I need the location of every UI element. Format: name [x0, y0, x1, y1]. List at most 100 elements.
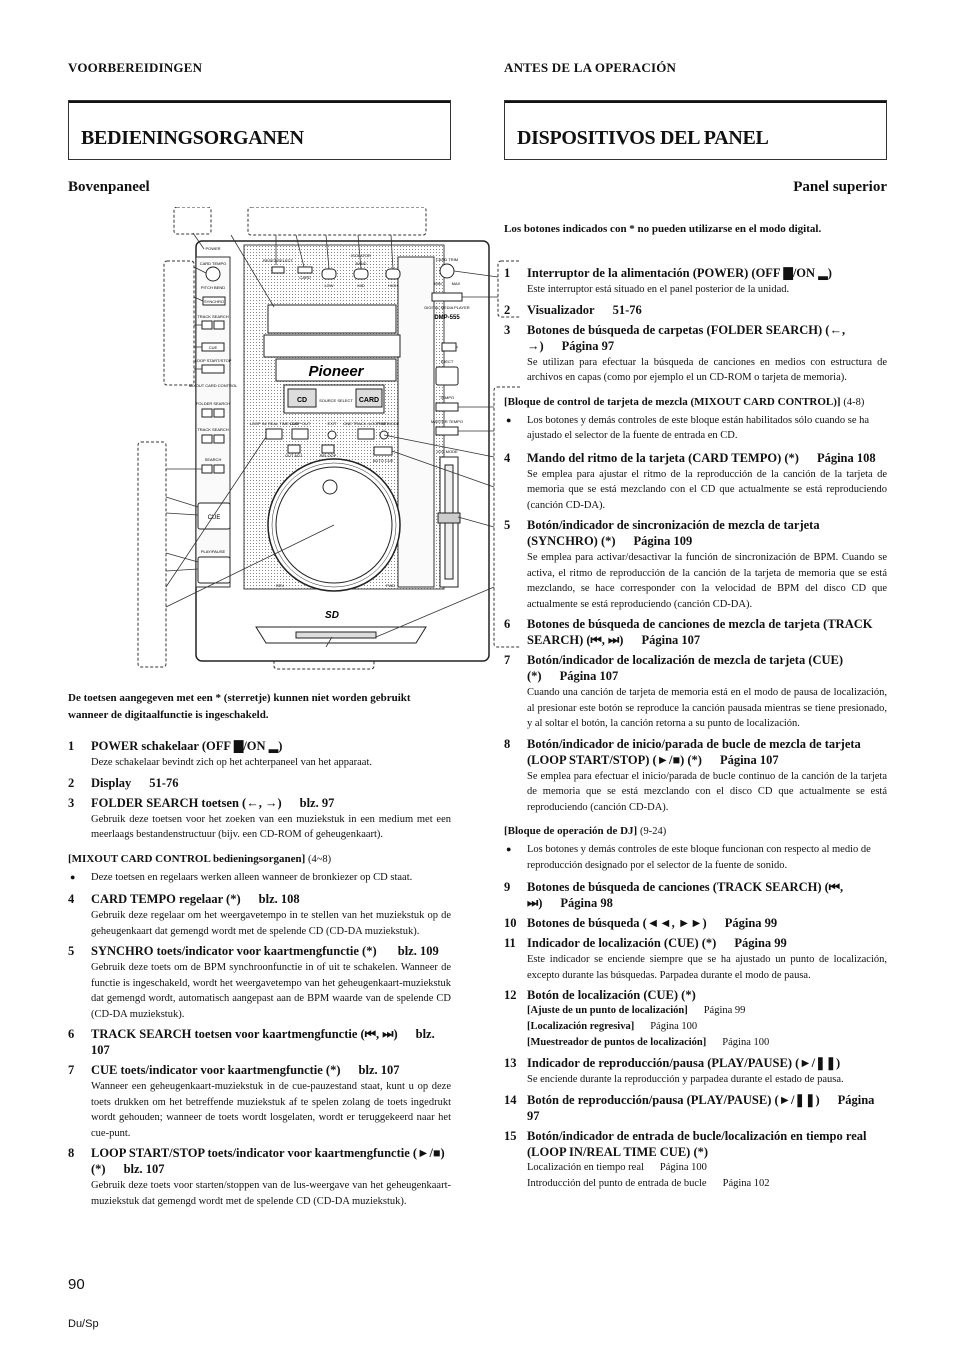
item-number: 2: [504, 302, 511, 317]
sub-ref-page: Página 100: [722, 1037, 770, 1048]
out-adj-button[interactable]: [287, 444, 301, 454]
item-page-ref: 51-76: [612, 302, 642, 317]
item-number: 3: [504, 322, 511, 337]
loop-in-label: LOOP IN/ REAL TIME CUE: [250, 421, 299, 426]
track-search-prev[interactable]: [201, 434, 213, 444]
card-track-search-prev[interactable]: [201, 320, 213, 330]
folder-search-next[interactable]: [213, 408, 225, 418]
left-column-labels: POWER CARD TEMPO PITCH BEND SYNCHRO TRAC…: [189, 246, 238, 554]
reloop-label: RELOOP: [320, 453, 337, 458]
auto-cue-button[interactable]: [373, 446, 393, 456]
cd-card-select[interactable]: [297, 266, 313, 274]
mid-label: MID: [357, 283, 364, 288]
one-track-button[interactable]: [357, 428, 375, 440]
isolator-label: ISOLATOR: [351, 253, 371, 258]
item-description: Se emplea para efectuar el inicio/parada…: [527, 770, 887, 813]
item-heading: Botones de búsqueda de canciones de mezc…: [527, 617, 873, 647]
item-description: Gebruik deze toets om de BPM synchroonfu…: [91, 962, 451, 1020]
cd-card-select-label: CARD: [299, 275, 310, 280]
item-page-ref: Página 107: [719, 752, 779, 767]
item-description: Gebruik deze regelaar om het weergavetem…: [91, 910, 451, 937]
page-title: DISPOSITIVOS DEL PANEL: [517, 127, 769, 149]
master-tempo-button[interactable]: [435, 426, 459, 436]
min-label: MIN: [434, 281, 441, 286]
card-slot[interactable]: [295, 631, 377, 639]
sub-ref-page: Página 100: [650, 1021, 698, 1032]
list-item: 11 Indicador de localización (CUE) (*)Pá…: [504, 935, 887, 983]
search-rev[interactable]: [201, 464, 213, 474]
item-number: 4: [68, 892, 75, 906]
list-item: 2 Visualizador 51-76: [504, 302, 887, 318]
mid-button[interactable]: [353, 268, 369, 280]
left-item-list: 1 POWER schakelaar (OFF ▇/ON ▂) Deze sch…: [68, 738, 451, 1213]
item-heading: Visualizador: [527, 302, 595, 317]
item-number: 3: [68, 795, 75, 810]
play-pause-button[interactable]: [197, 556, 231, 584]
jog-mode-label: JOG MODE: [436, 449, 458, 454]
item-description: Este interruptor está situado en el pane…: [527, 284, 790, 295]
disc-lock-switch[interactable]: [441, 342, 457, 352]
list-item: 10 Botones de búsqueda (◄◄, ►►)Página 99: [504, 915, 887, 931]
section-label: ANTES DE LA OPERACIÓN: [504, 60, 677, 75]
card-tempo-knob[interactable]: [205, 266, 221, 282]
cue-button[interactable]: [197, 502, 231, 530]
high-button[interactable]: [385, 268, 401, 280]
reset-select-button[interactable]: [271, 266, 285, 274]
page-number: 90: [68, 1276, 85, 1293]
item-number: 8: [68, 1146, 75, 1160]
item-heading: Botones de búsqueda de carpetas (FOLDER …: [527, 322, 846, 353]
search-fwd[interactable]: [213, 464, 225, 474]
item-number: 13: [504, 1056, 517, 1070]
item-description: Se utilizan para efectuar la búsqueda de…: [527, 356, 887, 384]
exit-button[interactable]: [327, 430, 337, 440]
list-item: 4 CARD TEMPO regelaar (*)blz. 108 Gebrui…: [68, 891, 451, 939]
model-label: DMP-555: [434, 315, 460, 321]
item-page-ref: blz. 109: [397, 944, 439, 958]
item-page-ref: blz. 108: [258, 892, 300, 906]
item-heading: Indicador de localización (CUE) (*): [527, 936, 717, 950]
block-label: [MIXOUT CARD CONTROL bedieningsorganen]: [68, 852, 306, 865]
mixout-cd-switch[interactable]: [431, 292, 463, 302]
list-item: 12 Botón de localización (CUE) (*) [Ajus…: [504, 987, 887, 1051]
sub-ref-label: Localización en tiempo real: [527, 1161, 644, 1173]
item-page-ref: Página 98: [560, 896, 613, 910]
card-cue-label: CUE: [209, 345, 218, 350]
loop-out-label: LOOP OUT: [290, 421, 311, 426]
brand-logo: Pioneer: [308, 363, 364, 380]
master-tempo-label: MASTER TEMPO: [431, 419, 463, 424]
card-trim-knob[interactable]: [439, 263, 455, 279]
card-button[interactable]: [355, 388, 383, 408]
track-search-next[interactable]: [213, 434, 225, 444]
card-loop-button[interactable]: [201, 364, 225, 374]
jog-dial[interactable]: [271, 462, 397, 588]
tempo-button[interactable]: [435, 402, 459, 412]
sub-ref-page: Página 102: [722, 1177, 770, 1189]
title-rule: [505, 101, 886, 103]
list-item: 7 CUE toets/indicator voor kaartmengfunc…: [68, 1062, 451, 1141]
folder-search-prev[interactable]: [201, 408, 213, 418]
cd-button[interactable]: [287, 388, 317, 408]
reloop-button[interactable]: [321, 444, 335, 454]
loop-out-button[interactable]: [291, 428, 309, 440]
item-number: 12: [504, 988, 517, 1002]
block-heading: [Bloque de control de tarjeta de mezcla …: [504, 394, 887, 411]
item-description: Deze schakelaar bevindt zich op het acht…: [91, 757, 373, 768]
eject-button[interactable]: [435, 366, 459, 386]
rev-label: REV: [276, 583, 285, 588]
card-loop-label: LOOP START/STOP: [195, 358, 232, 363]
item-heading: Interruptor de la alimentación (POWER) (…: [527, 266, 832, 280]
card-track-search-next[interactable]: [213, 320, 225, 330]
sub-ref-label: [Localización regresiva]: [527, 1021, 635, 1032]
item-page-ref: Página 99: [734, 936, 787, 950]
digital-note: Los botones indicados con * no pueden ut…: [504, 223, 822, 235]
item-heading: Indicador de reproducción/pausa (PLAY/PA…: [527, 1056, 841, 1070]
low-button[interactable]: [321, 268, 337, 280]
tempo-slider[interactable]: [437, 512, 461, 524]
synchro-label: SYNCHRO: [204, 299, 224, 304]
right-column-labels: CARD TRIM MIN MAX DIGITAL MEDIA PLAYER D…: [424, 257, 469, 454]
item-description: Cuando una canción de tarjeta de memoria…: [527, 687, 887, 729]
loop-in-button[interactable]: [265, 428, 283, 440]
block-label: [Bloque de operación de DJ]: [504, 825, 638, 837]
cd-label: CD: [297, 397, 307, 404]
list-item: 7 Botón/indicador de localización de mez…: [504, 652, 887, 732]
